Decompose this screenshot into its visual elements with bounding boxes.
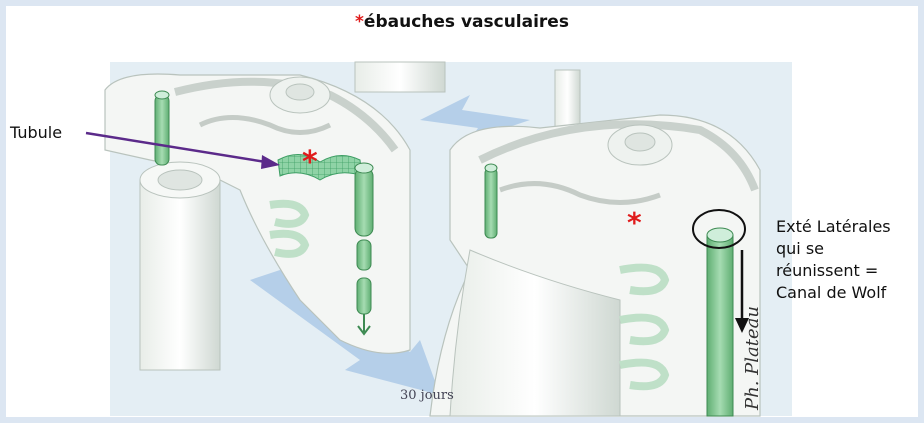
label-line: Exté Latérales [776, 216, 891, 238]
right-embryo-section [430, 115, 760, 416]
artist-signature: Ph. Plateau [742, 306, 763, 410]
label-line: Canal de Wolf [776, 282, 891, 304]
upper-cylinder [355, 62, 445, 92]
label-line: réunissent = [776, 260, 891, 282]
asterisk-marker-right: * [627, 206, 642, 239]
asterisk-marker-left: * [302, 145, 318, 180]
age-caption: 30 jours [400, 388, 454, 403]
label-line: qui se [776, 238, 891, 260]
tubule-label: Tubule [10, 122, 62, 144]
lateral-extensions-label: Exté Latérales qui se réunissent = Canal… [776, 216, 891, 304]
